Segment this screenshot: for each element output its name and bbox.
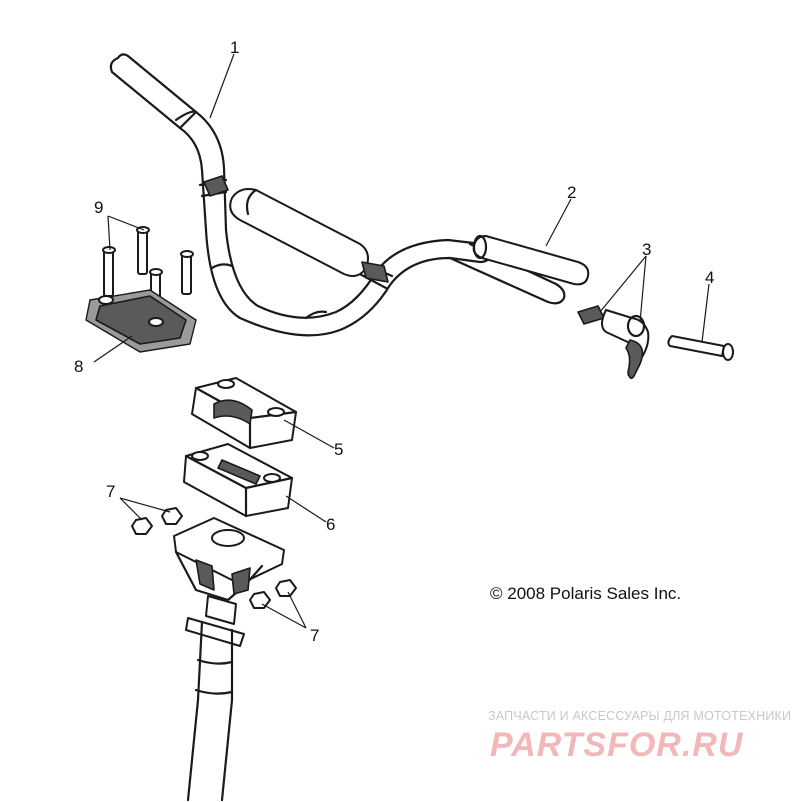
callout-8: 8 — [74, 357, 83, 376]
handlebar — [109, 53, 566, 337]
watermark-logo: PARTSFOR.RU — [490, 726, 744, 764]
top-clamp-8 — [85, 289, 197, 353]
callout-9: 9 — [94, 198, 103, 217]
throttle-assembly — [577, 305, 650, 380]
callout-numbers: 1 2 3 4 5 6 7 7 8 9 — [74, 38, 714, 645]
watermark-tagline: ЗАПЧАСТИ И АКСЕССУАРЫ ДЛЯ МОТОТЕХНИКИ — [488, 709, 791, 723]
bolt-4 — [667, 335, 734, 361]
callout-7-upper: 7 — [106, 482, 115, 501]
watermark: ЗАПЧАСТИ И АКСЕССУАРЫ ДЛЯ МОТОТЕХНИКИ PA… — [488, 709, 791, 764]
callout-5: 5 — [334, 440, 343, 459]
callout-6: 6 — [326, 515, 335, 534]
clamp-6 — [183, 443, 294, 518]
callout-3: 3 — [642, 240, 651, 259]
leader-lines — [93, 53, 710, 629]
callout-2: 2 — [567, 183, 576, 202]
callout-1: 1 — [230, 38, 239, 57]
steering-post — [173, 517, 285, 802]
callout-4: 4 — [705, 268, 714, 287]
callout-7-lower: 7 — [310, 626, 319, 645]
clamp-5 — [191, 377, 298, 450]
grip — [472, 234, 590, 286]
copyright-notice: © 2008 Polaris Sales Inc. — [490, 584, 681, 603]
